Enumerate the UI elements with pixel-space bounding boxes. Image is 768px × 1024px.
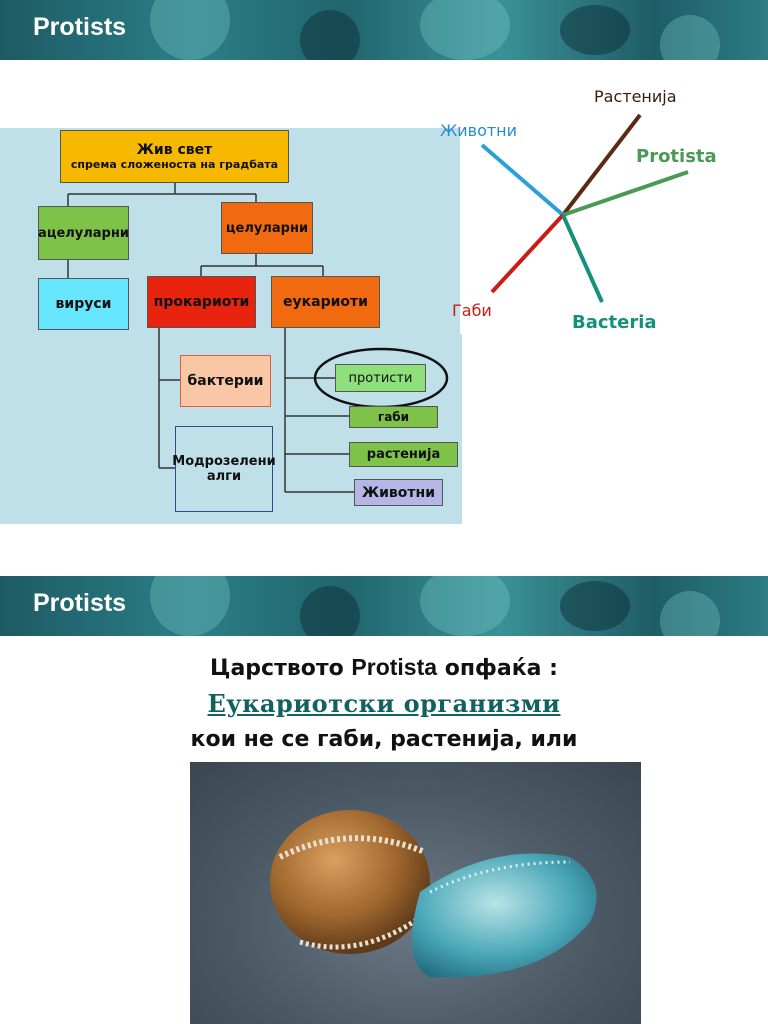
line1-protista: Protista xyxy=(351,654,438,680)
plants-box: растенија xyxy=(349,442,458,467)
root-box: Жив свет спрема сложеноста на градбата xyxy=(60,130,289,183)
cellular-box: целуларни xyxy=(221,202,313,254)
cilia-cell xyxy=(412,853,597,978)
eukaryotic-organisms-link[interactable]: Еукариотски организми xyxy=(207,689,561,718)
root-subtitle: спрема сложеноста на градбата xyxy=(70,158,279,171)
slide-title: Protists xyxy=(33,589,127,617)
branch-animals xyxy=(480,143,565,217)
label-animals: Животни xyxy=(440,121,517,140)
phylogenetic-tree: Растенија Животни Protista Габи Bacteria xyxy=(440,87,717,333)
text-line-3: кои не се габи, растенија, или xyxy=(190,727,578,752)
bacteria-box: бактерии xyxy=(180,355,271,407)
protist-micrograph xyxy=(190,762,641,1024)
slide-1: Protists xyxy=(0,0,768,524)
branch-protista xyxy=(562,170,689,217)
cell-body xyxy=(270,810,430,954)
bluegreen-algae-box: Модрозелени алги xyxy=(172,426,276,512)
fungi-box: габи xyxy=(349,406,438,428)
label-fungi: Габи xyxy=(452,301,492,320)
eukaryotes-box: еукариоти xyxy=(271,276,380,328)
label-protista: Protista xyxy=(636,146,717,167)
root-title: Жив свет xyxy=(136,142,213,158)
line1-part-c: опфаќа : xyxy=(444,656,558,681)
header-band: Protists xyxy=(0,0,768,60)
branch-bacteria xyxy=(561,214,604,303)
classification-diagram: Жив свет спрема сложеноста на градбата а… xyxy=(0,128,462,524)
branch-fungi xyxy=(490,213,565,294)
header-band: Protists xyxy=(0,576,768,636)
label-bacteria: Bacteria xyxy=(572,312,657,333)
branch-plants xyxy=(561,113,642,217)
acellular-box: ацелуларни xyxy=(38,206,129,260)
label-plants: Растенија xyxy=(594,87,677,106)
text-line-1: Царството Protista опфаќа : xyxy=(0,654,768,681)
protists-box: протисти xyxy=(335,364,426,392)
slide-title: Protists xyxy=(33,13,127,41)
line1-part-a: Царството xyxy=(210,656,344,681)
viruses-box: вируси xyxy=(38,278,129,330)
prokaryotes-box: прокариоти xyxy=(147,276,256,328)
text-line-2: Еукариотски организми xyxy=(0,689,768,718)
animals-box: Животни xyxy=(354,479,443,506)
